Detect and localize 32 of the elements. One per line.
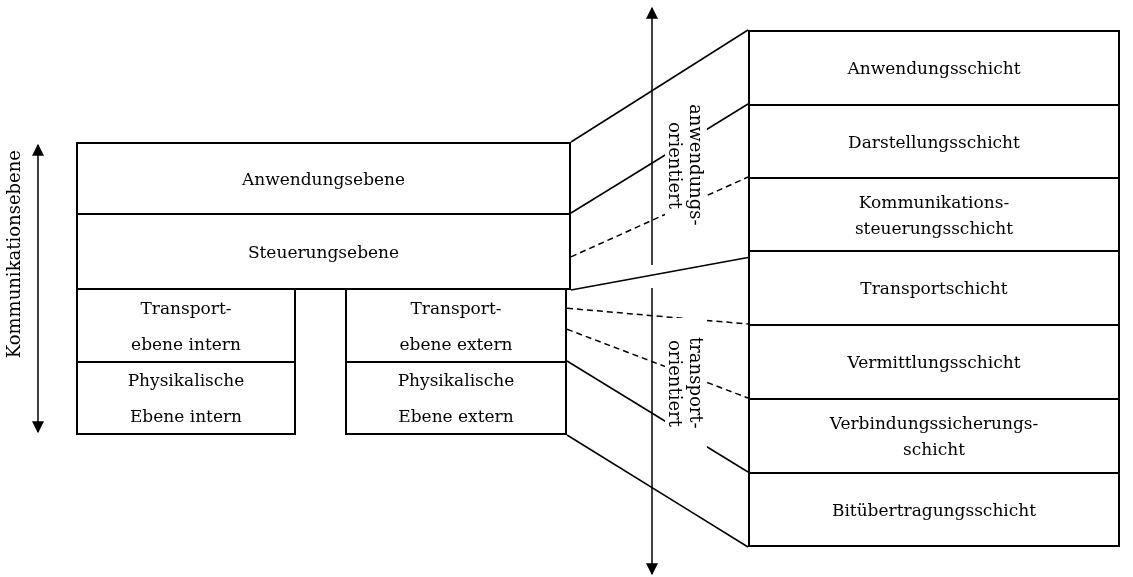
axis-label: Kommunikationsebene (3, 150, 24, 359)
layer-label: Anwendungsschicht (847, 57, 1021, 80)
layer-box (345, 361, 567, 435)
layer-label: Transport- ebene intern (130, 296, 242, 356)
layer-label: Darstellungsschicht (848, 130, 1020, 154)
layer-box (76, 288, 296, 363)
layer-label: Anwendungsebene (241, 167, 406, 191)
layer-label: Vermittlungsschicht (847, 351, 1021, 374)
layer-box (748, 250, 1120, 326)
layer-box (748, 324, 1120, 400)
layer-box (748, 472, 1120, 547)
layer-box (748, 104, 1120, 179)
mapping-line (570, 256, 749, 291)
mapping-line (570, 29, 749, 143)
layer-box (748, 398, 1120, 474)
layer-box (76, 142, 571, 215)
layer-box (76, 361, 296, 435)
layer-label: Transportschicht (860, 277, 1008, 300)
layer-label: Bitübertragungsschicht (831, 498, 1037, 522)
layer-label: Physikalische Ebene intern (126, 369, 246, 428)
layer-label: Verbindungssicherungs- schicht (828, 412, 1040, 461)
mapping-line (566, 434, 749, 548)
layer-box (76, 213, 571, 290)
layer-box (345, 288, 567, 363)
layer-label: Kommunikations- steuerungsschicht (853, 190, 1015, 240)
orientation-label: transport- orientiert (665, 318, 707, 448)
layer-box (748, 177, 1120, 252)
layer-label: Physikalische Ebene extern (396, 369, 516, 428)
layer-label: Transport- ebene extern (398, 296, 514, 356)
layer-label: Steuerungsebene (247, 240, 400, 264)
layer-box (748, 30, 1120, 106)
mapping-line (566, 307, 749, 325)
